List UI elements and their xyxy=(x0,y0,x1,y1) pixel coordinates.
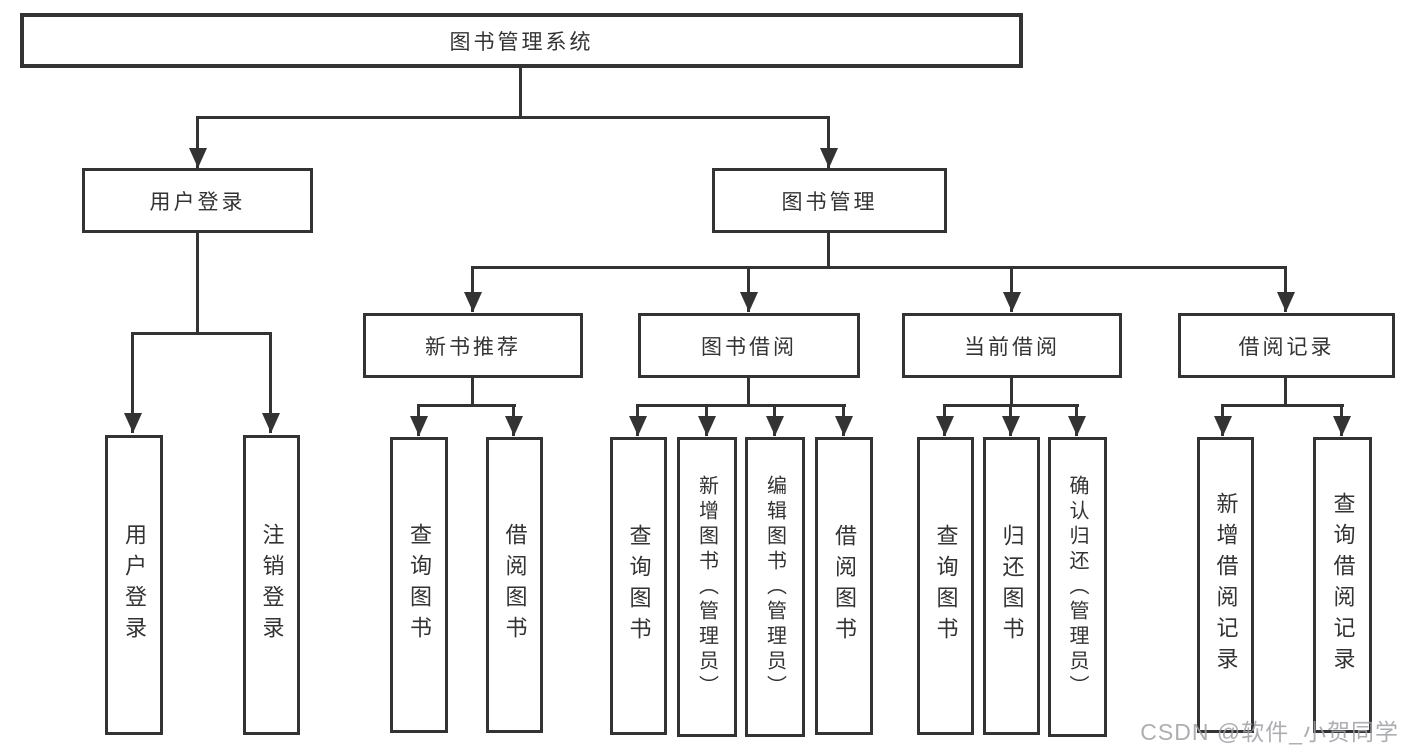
node-user-login-label: 用户登录 xyxy=(149,190,246,214)
leaf-user-login: 用户登录 xyxy=(105,435,163,735)
connector-line xyxy=(636,404,846,407)
node-borrow-records: 借阅记录 xyxy=(1178,313,1395,378)
arrow-down-icon xyxy=(1009,406,1012,436)
arrow-down-icon xyxy=(131,334,134,433)
arrow-down-icon xyxy=(636,406,639,436)
node-book-borrowing: 图书借阅 xyxy=(638,313,860,378)
connector-line xyxy=(1010,378,1013,406)
connector-line xyxy=(196,116,830,119)
node-new-book-recommend-label: 新书推荐 xyxy=(425,335,521,359)
connector-line xyxy=(471,266,1287,269)
leaf-records-query-record-label: 查询借阅记录 xyxy=(1330,492,1356,678)
leaf-current-confirm-return-admin-label: 确认归还（管理员） xyxy=(1066,474,1088,700)
leaf-borrowing-edit-books-admin: 编辑图书（管理员） xyxy=(745,437,805,737)
leaf-current-query-books: 查询图书 xyxy=(917,437,974,735)
node-new-book-recommend: 新书推荐 xyxy=(363,313,583,378)
leaf-borrowing-query-books: 查询图书 xyxy=(610,437,667,735)
node-borrow-records-label: 借阅记录 xyxy=(1238,335,1335,359)
leaf-records-add-record: 新增借阅记录 xyxy=(1197,437,1254,733)
arrow-down-icon xyxy=(1284,268,1287,312)
connector-line xyxy=(747,378,750,406)
node-book-borrowing-label: 图书借阅 xyxy=(701,335,797,359)
node-book-management: 图书管理 xyxy=(712,168,947,233)
leaf-newbook-borrow-books-label: 借阅图书 xyxy=(502,523,528,647)
leaf-records-add-record-label: 新增借阅记录 xyxy=(1213,492,1239,678)
connector-line xyxy=(471,378,474,406)
arrow-down-icon xyxy=(471,268,474,312)
connector-line xyxy=(131,332,272,335)
leaf-borrowing-add-books-admin-label: 新增图书（管理员） xyxy=(695,474,718,700)
arrow-down-icon xyxy=(196,118,199,168)
arrow-down-icon xyxy=(1340,406,1343,436)
node-current-borrowing-label: 当前借阅 xyxy=(964,335,1060,359)
arrow-down-icon xyxy=(747,268,750,312)
leaf-borrowing-borrow-books-label: 借阅图书 xyxy=(832,524,857,648)
node-user-login: 用户登录 xyxy=(82,168,313,233)
leaf-logout: 注销登录 xyxy=(243,435,300,735)
leaf-borrowing-edit-books-admin-label: 编辑图书（管理员） xyxy=(763,474,786,700)
arrow-down-icon xyxy=(842,406,845,436)
arrow-down-icon xyxy=(269,334,272,433)
connector-line xyxy=(196,233,199,334)
leaf-borrowing-query-books-label: 查询图书 xyxy=(626,524,652,648)
arrow-down-icon xyxy=(773,406,776,436)
arrow-down-icon xyxy=(943,406,946,436)
node-root-label: 图书管理系统 xyxy=(449,30,594,54)
connector-line xyxy=(417,404,516,407)
connector-line xyxy=(519,68,522,118)
node-current-borrowing: 当前借阅 xyxy=(902,313,1122,378)
leaf-newbook-query-books: 查询图书 xyxy=(390,437,448,733)
arrow-down-icon xyxy=(705,406,708,436)
leaf-borrowing-add-books-admin: 新增图书（管理员） xyxy=(677,437,737,737)
leaf-current-confirm-return-admin: 确认归还（管理员） xyxy=(1048,437,1107,737)
node-book-management-label: 图书管理 xyxy=(781,190,878,214)
leaf-newbook-borrow-books: 借阅图书 xyxy=(486,437,543,733)
connector-line xyxy=(827,233,830,268)
leaf-records-query-record: 查询借阅记录 xyxy=(1313,437,1372,733)
connector-line xyxy=(1284,378,1287,406)
connector-line xyxy=(1221,404,1344,407)
arrow-down-icon xyxy=(1221,406,1224,436)
leaf-current-return-books: 归还图书 xyxy=(983,437,1040,735)
node-root: 图书管理系统 xyxy=(20,13,1023,68)
leaf-current-return-books-label: 归还图书 xyxy=(999,524,1025,648)
arrow-down-icon xyxy=(827,118,830,168)
leaf-borrowing-borrow-books: 借阅图书 xyxy=(815,437,873,735)
leaf-newbook-query-books-label: 查询图书 xyxy=(407,523,432,647)
arrow-down-icon xyxy=(512,406,515,436)
arrow-down-icon xyxy=(1010,268,1013,312)
arrow-down-icon xyxy=(1075,406,1078,436)
leaf-user-login-label: 用户登录 xyxy=(122,523,147,647)
leaf-logout-label: 注销登录 xyxy=(259,523,285,647)
leaf-current-query-books-label: 查询图书 xyxy=(933,524,959,648)
watermark: CSDN @软件_小贺同学 xyxy=(1140,719,1399,745)
arrow-down-icon xyxy=(417,406,420,436)
